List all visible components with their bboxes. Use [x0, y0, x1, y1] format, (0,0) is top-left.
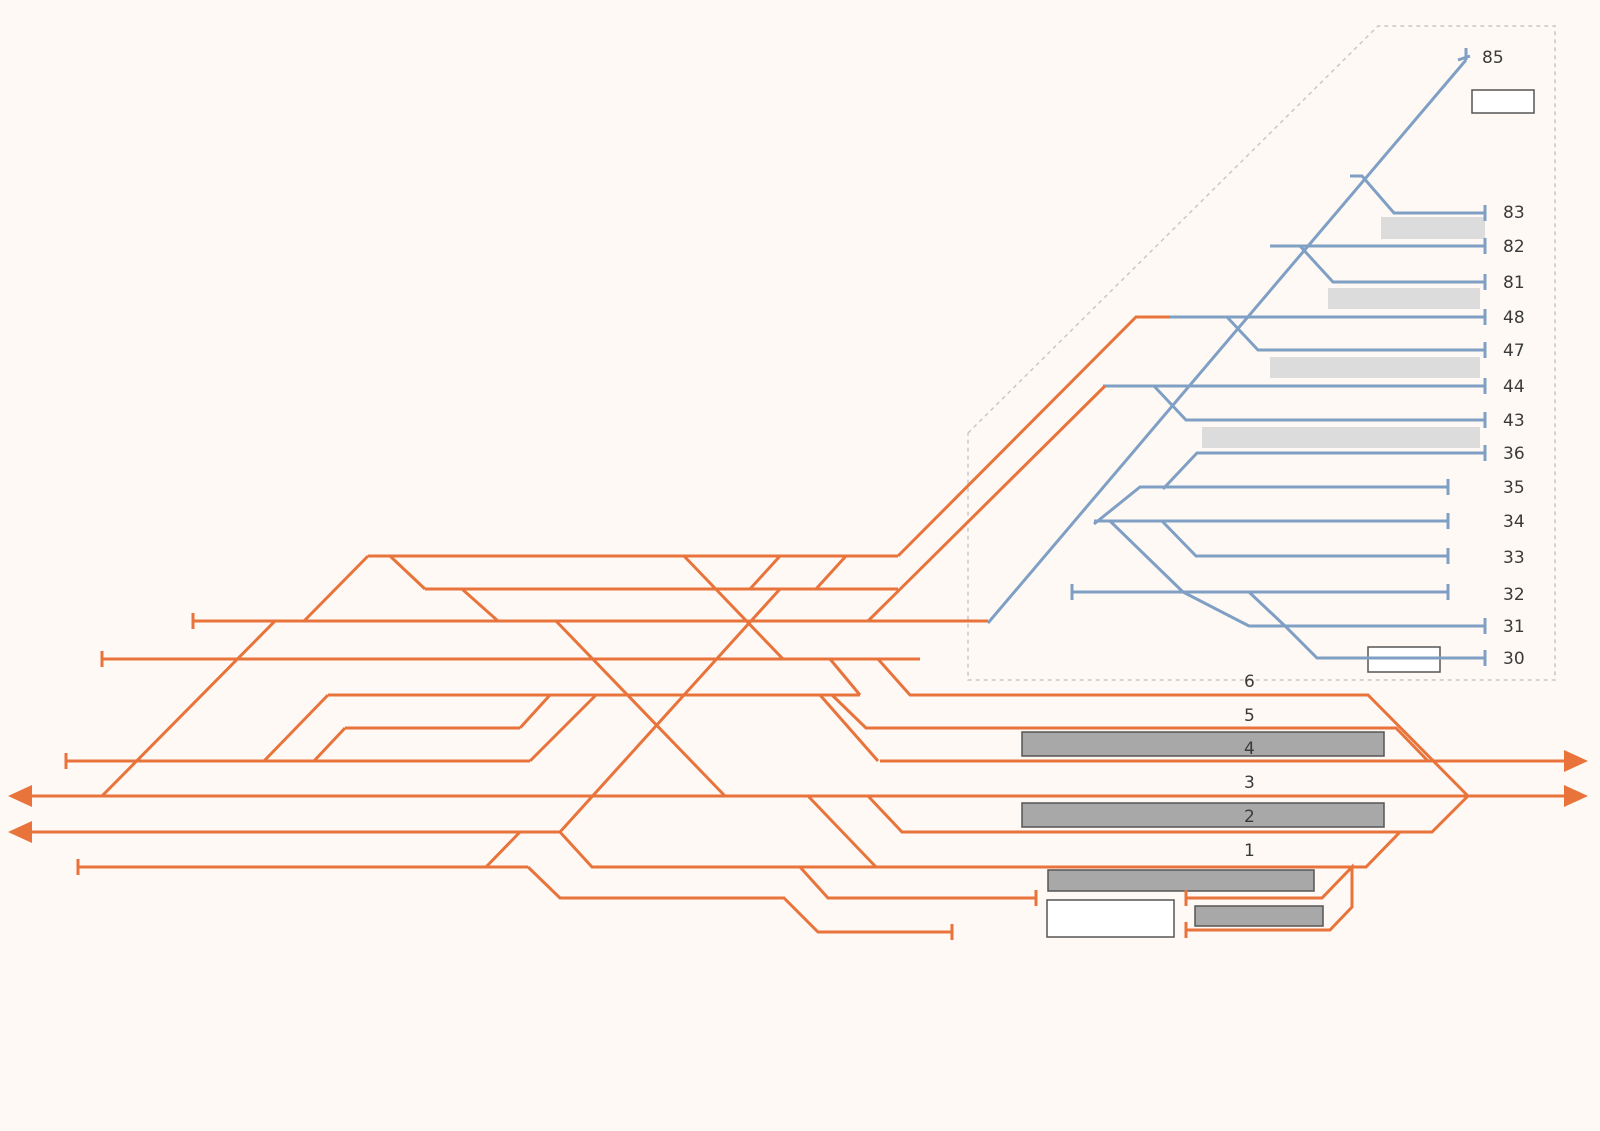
yard-track [1161, 451, 1485, 491]
yard-label: 47 [1503, 341, 1525, 361]
main-track [526, 865, 952, 934]
yard-track [1152, 384, 1485, 422]
main-track [558, 830, 1402, 869]
yard-boundary [967, 25, 1556, 681]
yard-track [1298, 244, 1485, 284]
arrow-right-icon [1564, 785, 1588, 807]
main-track [896, 315, 1170, 558]
yard-track [1247, 590, 1485, 660]
direction-arrows [8, 750, 1588, 843]
yard-label: 36 [1503, 444, 1525, 464]
yard-track [1093, 485, 1448, 526]
platform-4 [1021, 731, 1385, 757]
main-track [818, 694, 880, 762]
main-track [798, 865, 1036, 900]
main-track [461, 587, 499, 623]
yard-tracks [986, 48, 1487, 666]
platform-label: 1 [1244, 841, 1255, 861]
main-track [866, 794, 1470, 834]
main-track [100, 554, 370, 798]
yard-label: 32 [1503, 585, 1525, 605]
platform-label: 6 [1244, 672, 1255, 692]
yard-label: 31 [1503, 617, 1525, 637]
main-track [806, 794, 878, 869]
platform-label: 5 [1244, 706, 1255, 726]
platform-labels: 6 5 4 3 2 1 [1244, 672, 1255, 861]
yard-label: 85 [1482, 48, 1504, 68]
yard-platform-47 [1270, 357, 1480, 378]
main-track [830, 693, 1430, 763]
yard-track [986, 59, 1468, 624]
yard-label: 43 [1503, 411, 1525, 431]
arrow-left-icon [8, 785, 32, 807]
platforms [1021, 89, 1535, 938]
yard-building-top [1471, 89, 1535, 114]
yard-track [1108, 519, 1485, 628]
yard-label: 83 [1503, 203, 1525, 223]
main-track [866, 384, 1107, 623]
yard-label: 81 [1503, 273, 1525, 293]
yard-track [1160, 519, 1448, 558]
yard-label: 33 [1503, 548, 1525, 568]
main-track [484, 830, 522, 869]
platform-label: 4 [1244, 739, 1255, 759]
yard-label: 34 [1503, 512, 1525, 532]
main-track [518, 693, 552, 730]
yard-track [1350, 174, 1485, 215]
platform-1 [1047, 869, 1315, 892]
arrow-left-icon [8, 821, 32, 843]
platform-label: 3 [1244, 773, 1255, 793]
main-track [682, 554, 785, 661]
platform-2 [1021, 802, 1385, 828]
main-track [528, 693, 598, 763]
main-track [554, 619, 727, 798]
main-tracks [20, 315, 1582, 940]
station-building [1046, 899, 1175, 938]
main-track [1186, 863, 1354, 932]
yard-label: 35 [1503, 478, 1525, 498]
yard-label: 30 [1503, 649, 1525, 669]
main-track [876, 658, 1470, 798]
yard-track [1225, 315, 1485, 352]
main-buffer-stops [64, 613, 1188, 940]
main-track [262, 693, 330, 763]
arrow-right-icon [1564, 750, 1588, 772]
main-track [828, 658, 862, 696]
main-track [312, 726, 347, 763]
yard-label: 82 [1503, 237, 1525, 257]
yard-label: 48 [1503, 308, 1525, 328]
yard-buffer-stops [1070, 205, 1487, 666]
yard-labels: 85 83 82 81 48 47 44 43 36 35 34 33 32 3… [1482, 48, 1525, 669]
platform-bay [1194, 905, 1324, 927]
yard-platform-43 [1202, 427, 1480, 448]
platform-label: 2 [1244, 807, 1255, 827]
main-track [748, 554, 782, 591]
yard-arrow-85 [1457, 48, 1471, 62]
main-track [388, 554, 427, 591]
yard-label: 44 [1503, 377, 1525, 397]
yard-platform-81 [1328, 288, 1480, 309]
main-track [558, 554, 848, 834]
yard-platform-83 [1381, 217, 1485, 239]
